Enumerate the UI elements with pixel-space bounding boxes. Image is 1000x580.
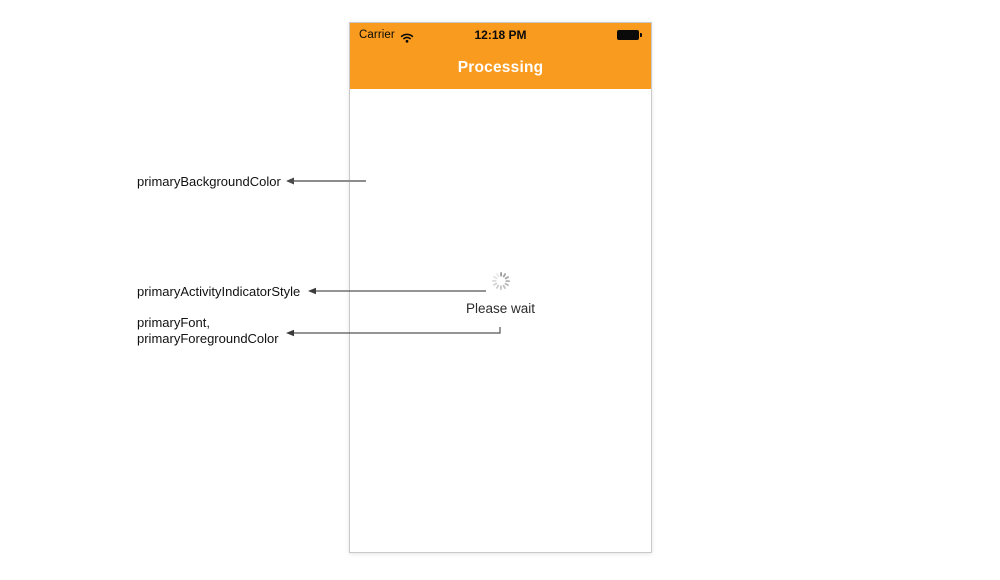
activity-indicator-icon (491, 271, 511, 291)
left-arrowhead-icon (286, 177, 294, 185)
left-arrowhead-icon (286, 329, 294, 337)
status-time: 12:18 PM (474, 28, 527, 42)
phone-content: Please wait (350, 89, 651, 552)
status-bar-left: Carrier (359, 29, 414, 43)
status-bar: Carrier 12:18 PM (350, 23, 651, 47)
annotation-font-line2: primaryForegroundColor (137, 331, 279, 346)
navigation-bar: Processing (350, 47, 651, 89)
battery-icon (617, 30, 642, 40)
carrier-label: Carrier (359, 29, 395, 41)
left-arrowhead-icon (308, 287, 316, 295)
battery-cap (640, 33, 642, 37)
annotation-activity-indicator: primaryActivityIndicatorStyle (137, 284, 301, 299)
nav-title: Processing (457, 59, 544, 76)
annotation-font-line1: primaryFont, (137, 315, 210, 330)
annotation-background-color: primaryBackgroundColor (137, 174, 281, 189)
phone-screen-mockup: Carrier 12:18 PM Processing (349, 22, 652, 553)
annotation-font-foreground: primaryFont, primaryForegroundColor (137, 315, 279, 347)
wifi-icon (400, 30, 414, 43)
please-wait-message: Please wait (465, 301, 536, 316)
battery-body (617, 30, 639, 40)
phone-header: Carrier 12:18 PM Processing (350, 23, 651, 89)
